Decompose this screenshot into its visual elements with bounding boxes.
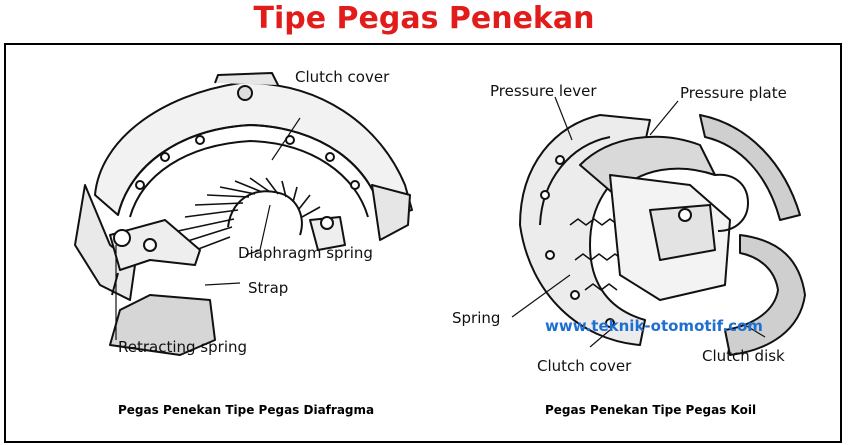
label-clutch-disk: Clutch disk [702, 347, 785, 365]
caption-coil: Pegas Penekan Tipe Pegas Koil [545, 403, 756, 417]
watermark-url: www.teknik-otomotif.com [545, 317, 763, 335]
label-retracting-spring: Retracting spring [118, 338, 247, 356]
caption-diaphragm: Pegas Penekan Tipe Pegas Diafragma [118, 403, 374, 417]
label-pressure-plate: Pressure plate [680, 84, 787, 102]
label-strap: Strap [248, 279, 288, 297]
page-title: Tipe Pegas Penekan [0, 0, 848, 38]
label-spring: Spring [452, 309, 500, 327]
label-clutch-cover-left: Clutch cover [295, 68, 389, 86]
diaphragm-clutch-illustration [0, 45, 424, 365]
label-clutch-cover-right: Clutch cover [537, 357, 631, 375]
label-pressure-lever: Pressure lever [490, 82, 597, 100]
label-diaphragm-spring: Diaphragm spring [238, 244, 373, 262]
